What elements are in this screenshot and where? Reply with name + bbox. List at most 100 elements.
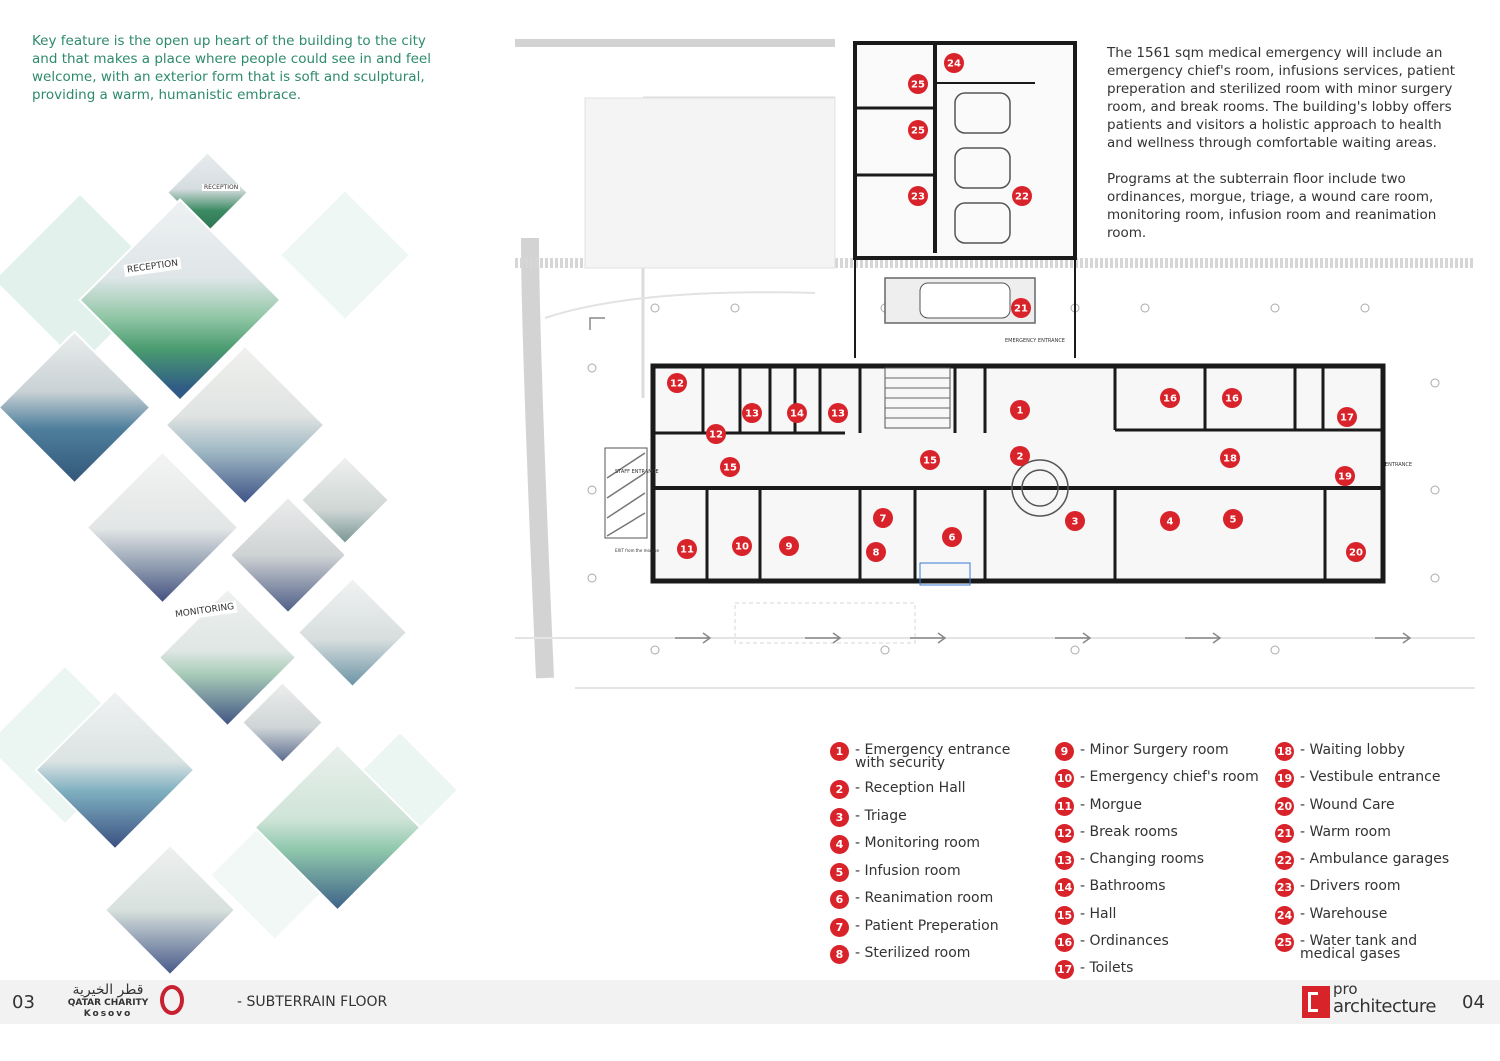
plan-marker-number: 13 xyxy=(745,409,759,420)
legend-item: 18- Waiting lobby xyxy=(1275,742,1449,769)
legend-item: 3- Triage xyxy=(830,807,1010,836)
plan-marker-number: 7 xyxy=(880,514,887,525)
legend-label: - Morgue xyxy=(1080,796,1143,813)
legend-label: - Warehouse xyxy=(1300,905,1388,922)
legend-label: - Emergency entrance with security xyxy=(855,742,1011,771)
legend-item: 25- Water tank and medical gases xyxy=(1275,933,1449,971)
plan-marker-number: 4 xyxy=(1167,517,1174,528)
plan-marker-number: 16 xyxy=(1163,394,1177,405)
legend-label: - Infusion room xyxy=(855,862,961,879)
logo-arabic: قطر الخيرية xyxy=(72,982,144,998)
legend-number-badge: 4 xyxy=(830,835,849,854)
legend-item: 12- Break rooms xyxy=(1055,823,1259,851)
plan-marker-10 xyxy=(732,536,752,556)
label-emergency-entrance: EMERGENCY ENTRANCE xyxy=(1005,338,1065,344)
plan-marker-6 xyxy=(942,527,962,547)
legend-label: - Reception Hall xyxy=(855,780,966,796)
legend-number-badge: 24 xyxy=(1275,905,1294,925)
plan-marker-number: 24 xyxy=(947,59,961,70)
plan-marker-number: 13 xyxy=(831,409,845,420)
legend-number-badge: 18 xyxy=(1275,742,1294,761)
legend-number-badge: 21 xyxy=(1275,823,1294,843)
plan-marker-number: 25 xyxy=(911,126,925,137)
legend-item: 24 - Warehouse xyxy=(1275,905,1449,933)
plan-marker-number: 12 xyxy=(670,379,684,390)
plan-marker-9 xyxy=(779,536,799,556)
plan-marker-4 xyxy=(1160,511,1180,531)
legend-item: 7- Patient Preperation xyxy=(830,917,1010,946)
plan-marker-16 xyxy=(1160,388,1180,408)
legend-number-badge: 17 xyxy=(1055,960,1074,980)
legend-number-badge: 1 xyxy=(830,742,849,761)
legend-item: 14- Bathrooms xyxy=(1055,878,1259,905)
legend-label: - Emergency chief's room xyxy=(1080,769,1259,786)
footer-bar xyxy=(0,980,1500,1024)
page-number-right: 04 xyxy=(1462,992,1485,1013)
legend-number-badge: 5 xyxy=(830,862,849,882)
plan-marker-12 xyxy=(706,424,726,444)
plan-marker-number: 10 xyxy=(735,542,749,553)
legend-number-badge: 19 xyxy=(1275,769,1294,789)
legend-item: 22- Ambulance garages xyxy=(1275,851,1449,878)
legend-item: 19- Vestibule entrance xyxy=(1275,769,1449,796)
qatar-charity-logo: قطر الخيرية QATAR CHARITY Kosovo xyxy=(58,983,158,1020)
legend-number-badge: 8 xyxy=(830,945,849,964)
plan-marker-12 xyxy=(667,373,687,393)
plan-marker-number: 15 xyxy=(923,456,937,467)
plan-marker-25 xyxy=(908,120,928,140)
plan-marker-13 xyxy=(742,403,762,423)
legend-number-badge: 6 xyxy=(830,890,849,909)
plan-marker-5 xyxy=(1223,509,1243,529)
legend-label: - Reanimation room xyxy=(855,890,994,906)
plan-marker-number: 18 xyxy=(1223,454,1237,465)
legend-item: 10- Emergency chief's room xyxy=(1055,769,1259,796)
plan-marker-2 xyxy=(1010,446,1030,466)
legend-label: - Ambulance garages xyxy=(1300,851,1450,868)
brand-architecture: architecture xyxy=(1333,996,1436,1017)
legend-item: 15- Hall xyxy=(1055,905,1259,933)
decor-diamond xyxy=(281,191,409,319)
legend-number-badge: 15 xyxy=(1055,905,1074,925)
logo-region: Kosovo xyxy=(83,1009,133,1019)
plan-marker-number: 16 xyxy=(1225,394,1239,405)
legend-item: 21- Warm room xyxy=(1275,823,1449,851)
brand-pro: pro xyxy=(1333,980,1358,998)
photo-doctors xyxy=(0,333,149,482)
legend-number-badge: 12 xyxy=(1055,823,1074,843)
page-number-left: 03 xyxy=(12,992,35,1013)
legend-item: 11 - Morgue xyxy=(1055,796,1259,824)
plan-marker-number: 22 xyxy=(1015,192,1029,203)
logo-name: QATAR CHARITY xyxy=(67,998,149,1008)
qatar-charity-emblem-icon xyxy=(160,985,184,1015)
legend-label: - Drivers room xyxy=(1300,878,1401,895)
description-p1: The 1561 sqm medical emergency will incl… xyxy=(1107,45,1456,151)
plan-marker-number: 23 xyxy=(911,192,925,203)
plan-marker-23 xyxy=(908,186,928,206)
photo-corridor xyxy=(88,453,237,602)
plan-marker-21 xyxy=(1011,298,1031,318)
plan-marker-18 xyxy=(1220,448,1240,468)
plan-marker-1 xyxy=(1010,400,1030,420)
plan-marker-number: 14 xyxy=(790,409,804,420)
intro-text: Key feature is the open up heart of the … xyxy=(32,33,431,103)
legend-label: - Changing rooms xyxy=(1080,851,1205,868)
description-p2: Programs at the subterrain floor include… xyxy=(1107,171,1437,241)
plan-marker-number: 8 xyxy=(873,548,880,559)
label-entrance: ENTRANCE xyxy=(1385,462,1412,468)
photo-collage: RECEPTION RECEPTION MONITORING xyxy=(0,130,470,974)
legend-number-badge: 11 xyxy=(1055,796,1074,816)
photo-label-reception-small: RECEPTION xyxy=(202,184,241,191)
legend-item: 23- Drivers room xyxy=(1275,878,1449,905)
plan-marker-15 xyxy=(920,450,940,470)
legend-col-1: 1 - Emergency entrance with security 2 - Re… xyxy=(830,742,1010,973)
legend-item: 1 - Emergency entrance with security xyxy=(830,742,1010,780)
plan-marker-7 xyxy=(873,508,893,528)
plan-marker-number: 15 xyxy=(723,463,737,474)
legend-item: 20- Wound Care xyxy=(1275,796,1449,824)
legend-item: 13- Changing rooms xyxy=(1055,851,1259,878)
label-exit-morgue: EXIT from the morgue xyxy=(615,548,660,553)
plan-marker-number: 19 xyxy=(1338,472,1352,483)
legend-number-badge: 2 xyxy=(830,780,849,799)
plan-marker-25 xyxy=(908,74,928,94)
